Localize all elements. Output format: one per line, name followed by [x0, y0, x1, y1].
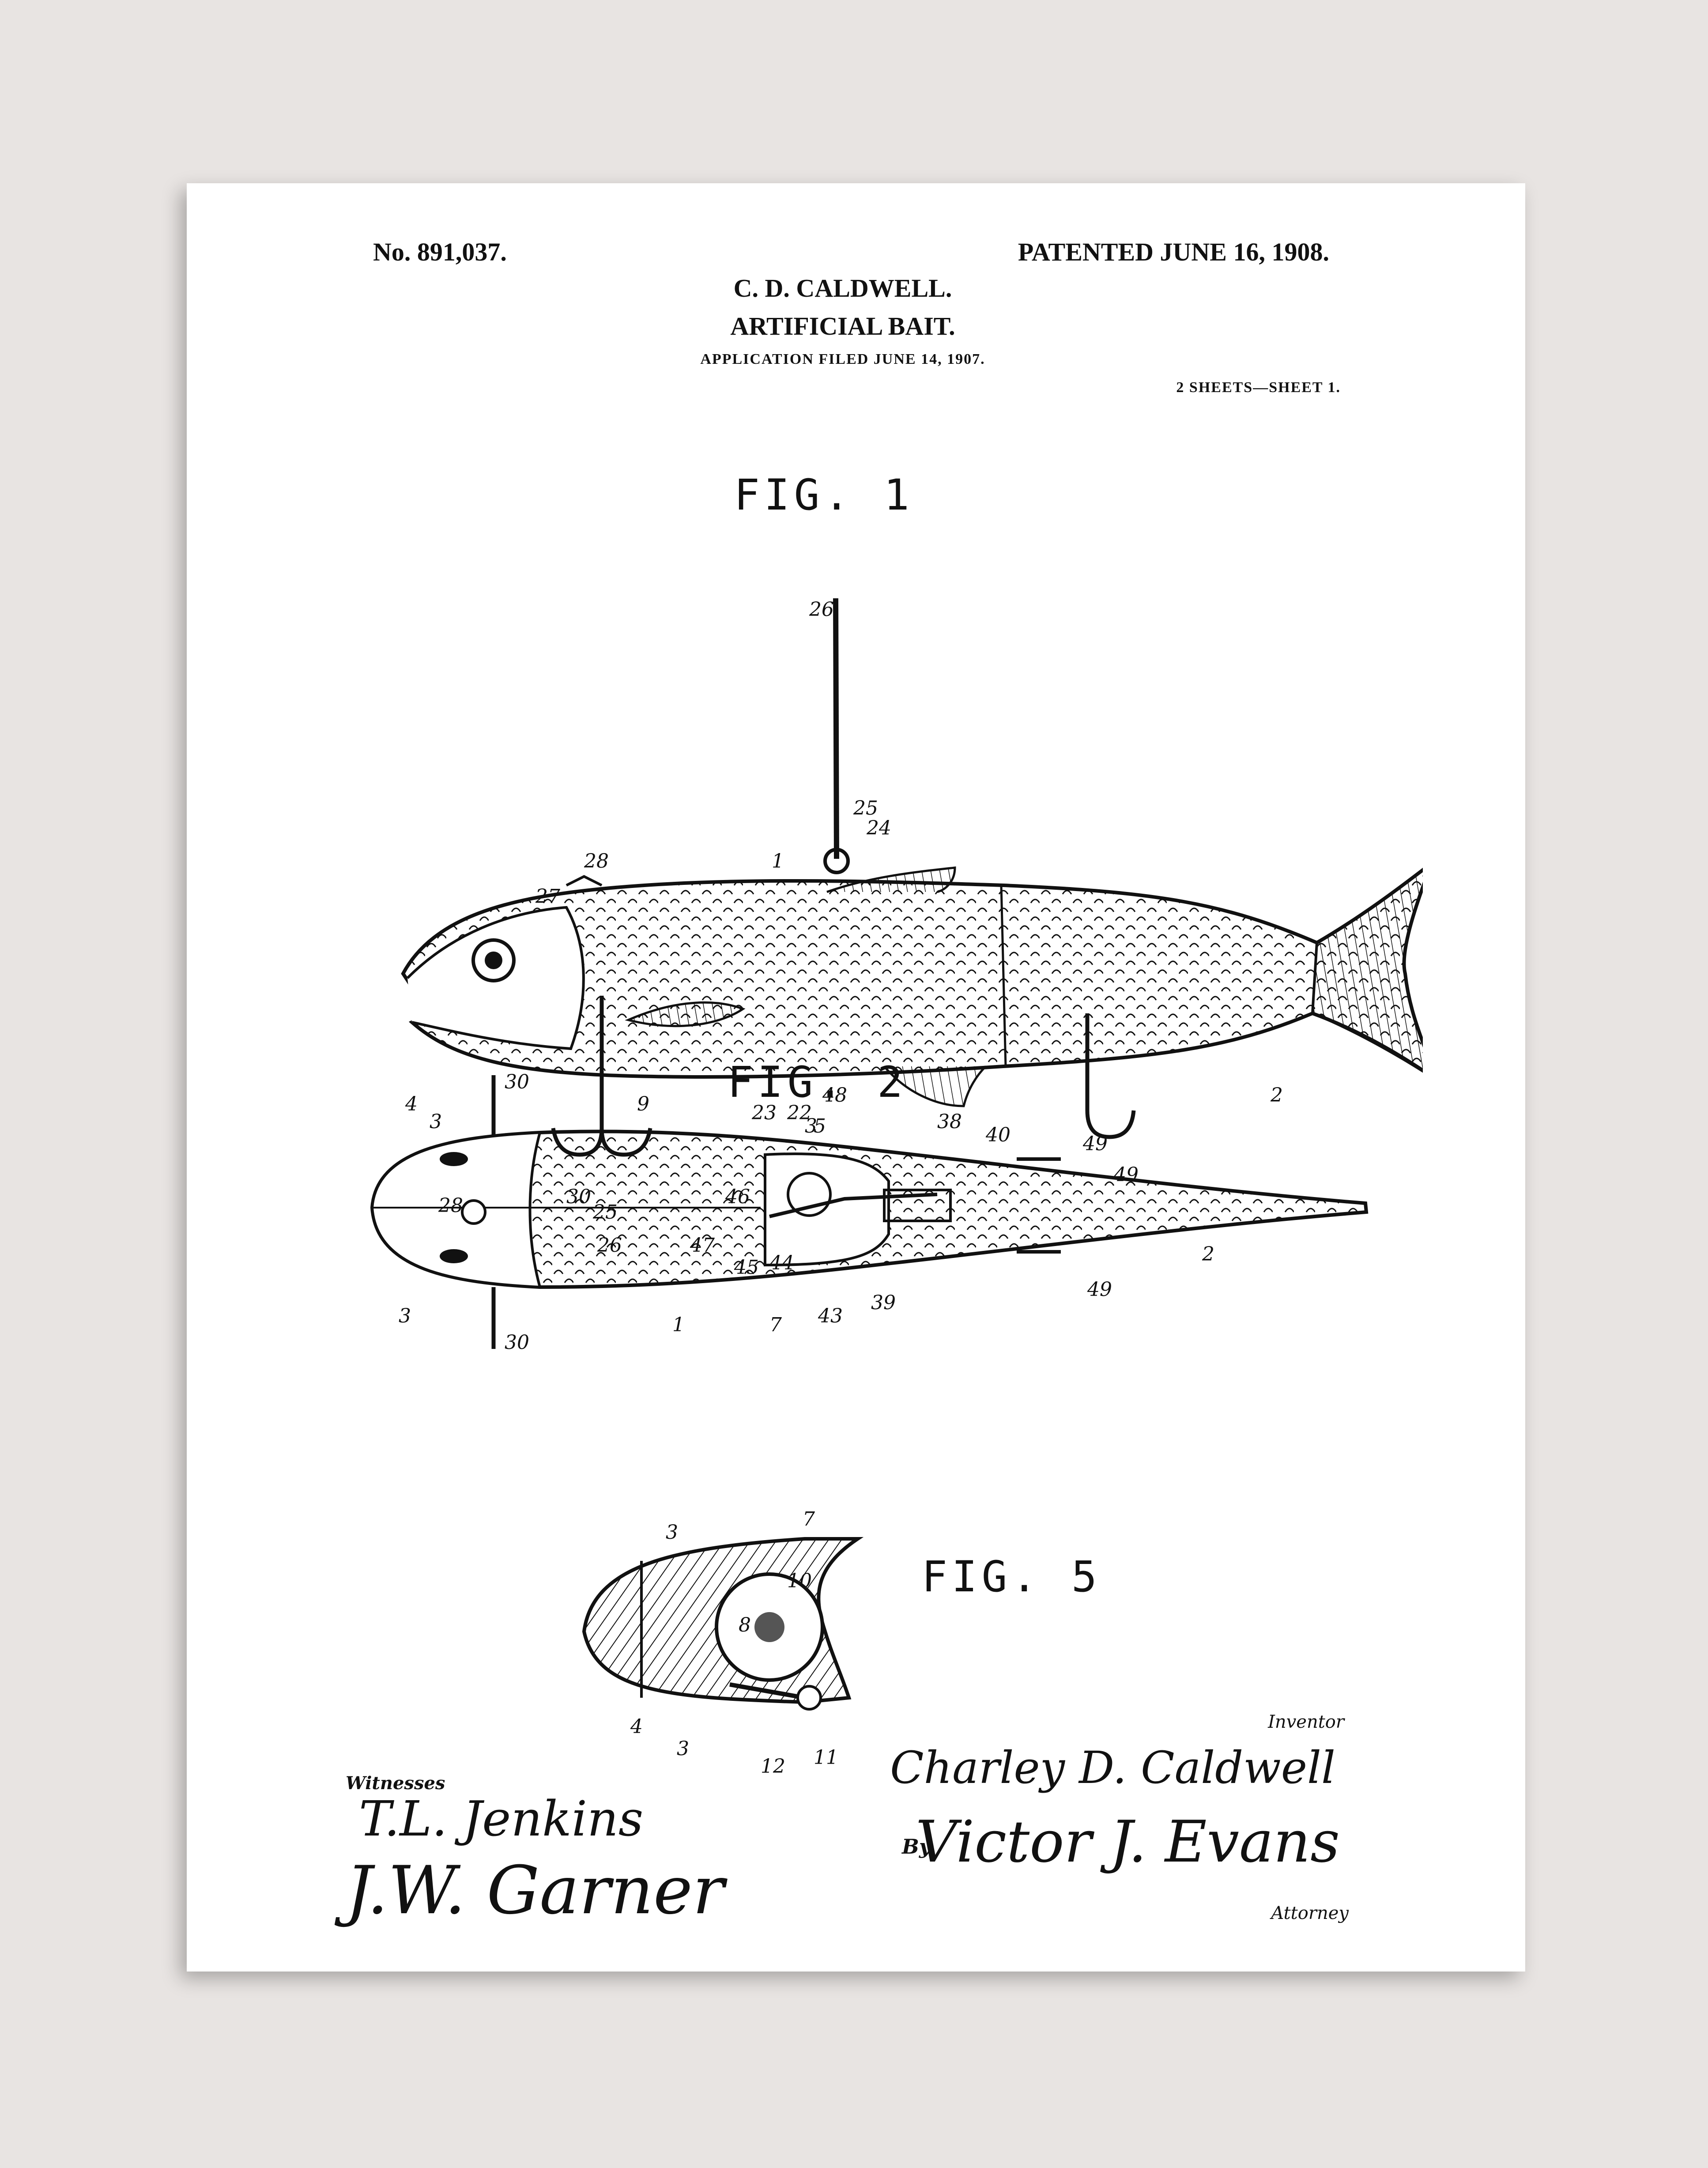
numeral: 25	[592, 1201, 618, 1224]
sheet-count: 2 SHEETS—SHEET 1.	[1176, 379, 1341, 396]
inventor-caption: Inventor	[1268, 1712, 1344, 1732]
fig5-numerals: 3 7 10 8 4 3 12 11	[630, 1508, 838, 1778]
line-cord	[833, 598, 839, 859]
numeral: 8	[739, 1614, 751, 1636]
numeral: 1	[672, 1314, 685, 1336]
numeral: 48	[822, 1084, 847, 1107]
numeral: 23	[751, 1102, 777, 1124]
fig2-fish	[370, 1075, 1369, 1349]
tail-hook	[1085, 1013, 1136, 1139]
inventor-name: C. D. CALDWELL.	[733, 274, 952, 302]
fig2-drawing: 30 3 23 22 48 5 38 40 49 28 25 26 46 47 …	[370, 1071, 1369, 1354]
numeral: 3	[677, 1737, 689, 1760]
numeral: 28	[438, 1194, 463, 1217]
numeral: 22	[787, 1102, 812, 1124]
numeral: 2	[1270, 1084, 1283, 1107]
witnesses-label: Witnesses	[346, 1773, 445, 1794]
numeral: 3	[805, 1115, 817, 1137]
numeral: 38	[937, 1110, 962, 1133]
numeral: 1	[772, 850, 784, 872]
attorney-caption: Attorney	[1271, 1903, 1349, 1923]
fig2-numerals: 30 3 23 22 48 5 38 40 49 28 25 26 46 47 …	[399, 1071, 1214, 1354]
numeral: 7	[803, 1508, 815, 1530]
numeral: 39	[871, 1292, 896, 1314]
witness-signature-1: T.L. Jenkins	[359, 1790, 644, 1847]
numeral: 45	[734, 1256, 759, 1279]
numeral: 46	[725, 1186, 750, 1208]
numeral: 9	[637, 1093, 649, 1115]
numeral: 24	[866, 817, 891, 839]
numeral: 30	[505, 1331, 529, 1354]
numeral: 40	[985, 1124, 1010, 1146]
numeral: 26	[597, 1234, 622, 1257]
fig1-fish	[401, 598, 1423, 1157]
numeral: 4	[630, 1715, 643, 1738]
fig5-label: FIG. 5	[922, 1552, 1101, 1601]
witness-signature-2: J.W. Garner	[346, 1852, 724, 1929]
numeral: 43	[818, 1305, 843, 1327]
numeral: 12	[761, 1755, 785, 1778]
numeral: 10	[787, 1570, 812, 1592]
application-filed-date: APPLICATION FILED JUNE 14, 1907.	[700, 351, 985, 367]
fig5-drawing: 3 7 10 8 4 3 12 11	[582, 1508, 864, 1778]
invention-title: ARTIFICIAL BAIT.	[730, 312, 955, 340]
numeral: 49	[1082, 1133, 1108, 1155]
numeral: 49	[1087, 1278, 1112, 1301]
numeral: 26	[809, 598, 834, 621]
inventor-signature: Charley D. Caldwell	[890, 1742, 1335, 1794]
swivel-eye	[823, 848, 850, 874]
numeral: 27	[535, 885, 560, 908]
attorney-signature: Victor J. Evans	[916, 1808, 1340, 1875]
by-label: By	[902, 1835, 931, 1858]
numeral: 2	[1202, 1243, 1214, 1265]
numeral: 25	[853, 797, 878, 820]
patent-date: PATENTED JUNE 16, 1908.	[1018, 238, 1329, 266]
patent-sheet: No. 891,037. PATENTED JUNE 16, 1908. C. …	[187, 183, 1525, 1972]
numeral: 11	[814, 1746, 838, 1769]
numeral: 47	[690, 1234, 715, 1257]
numeral: 3	[399, 1305, 411, 1327]
fig1-label: FIG. 1	[734, 470, 914, 520]
fig5-section	[582, 1537, 864, 1711]
numeral: 7	[769, 1314, 782, 1336]
patent-number: No. 891,037.	[373, 238, 507, 266]
numeral: 44	[769, 1252, 794, 1274]
fig1-drawing: 26 25 24 28 1 27 4 9 3 30 2 49	[401, 598, 1423, 1208]
numeral: 30	[505, 1071, 529, 1093]
numeral: 5	[814, 1115, 826, 1137]
numeral: 28	[584, 850, 609, 872]
numeral: 3	[430, 1110, 442, 1133]
numeral: 4	[405, 1093, 418, 1115]
numeral: 3	[666, 1521, 678, 1544]
